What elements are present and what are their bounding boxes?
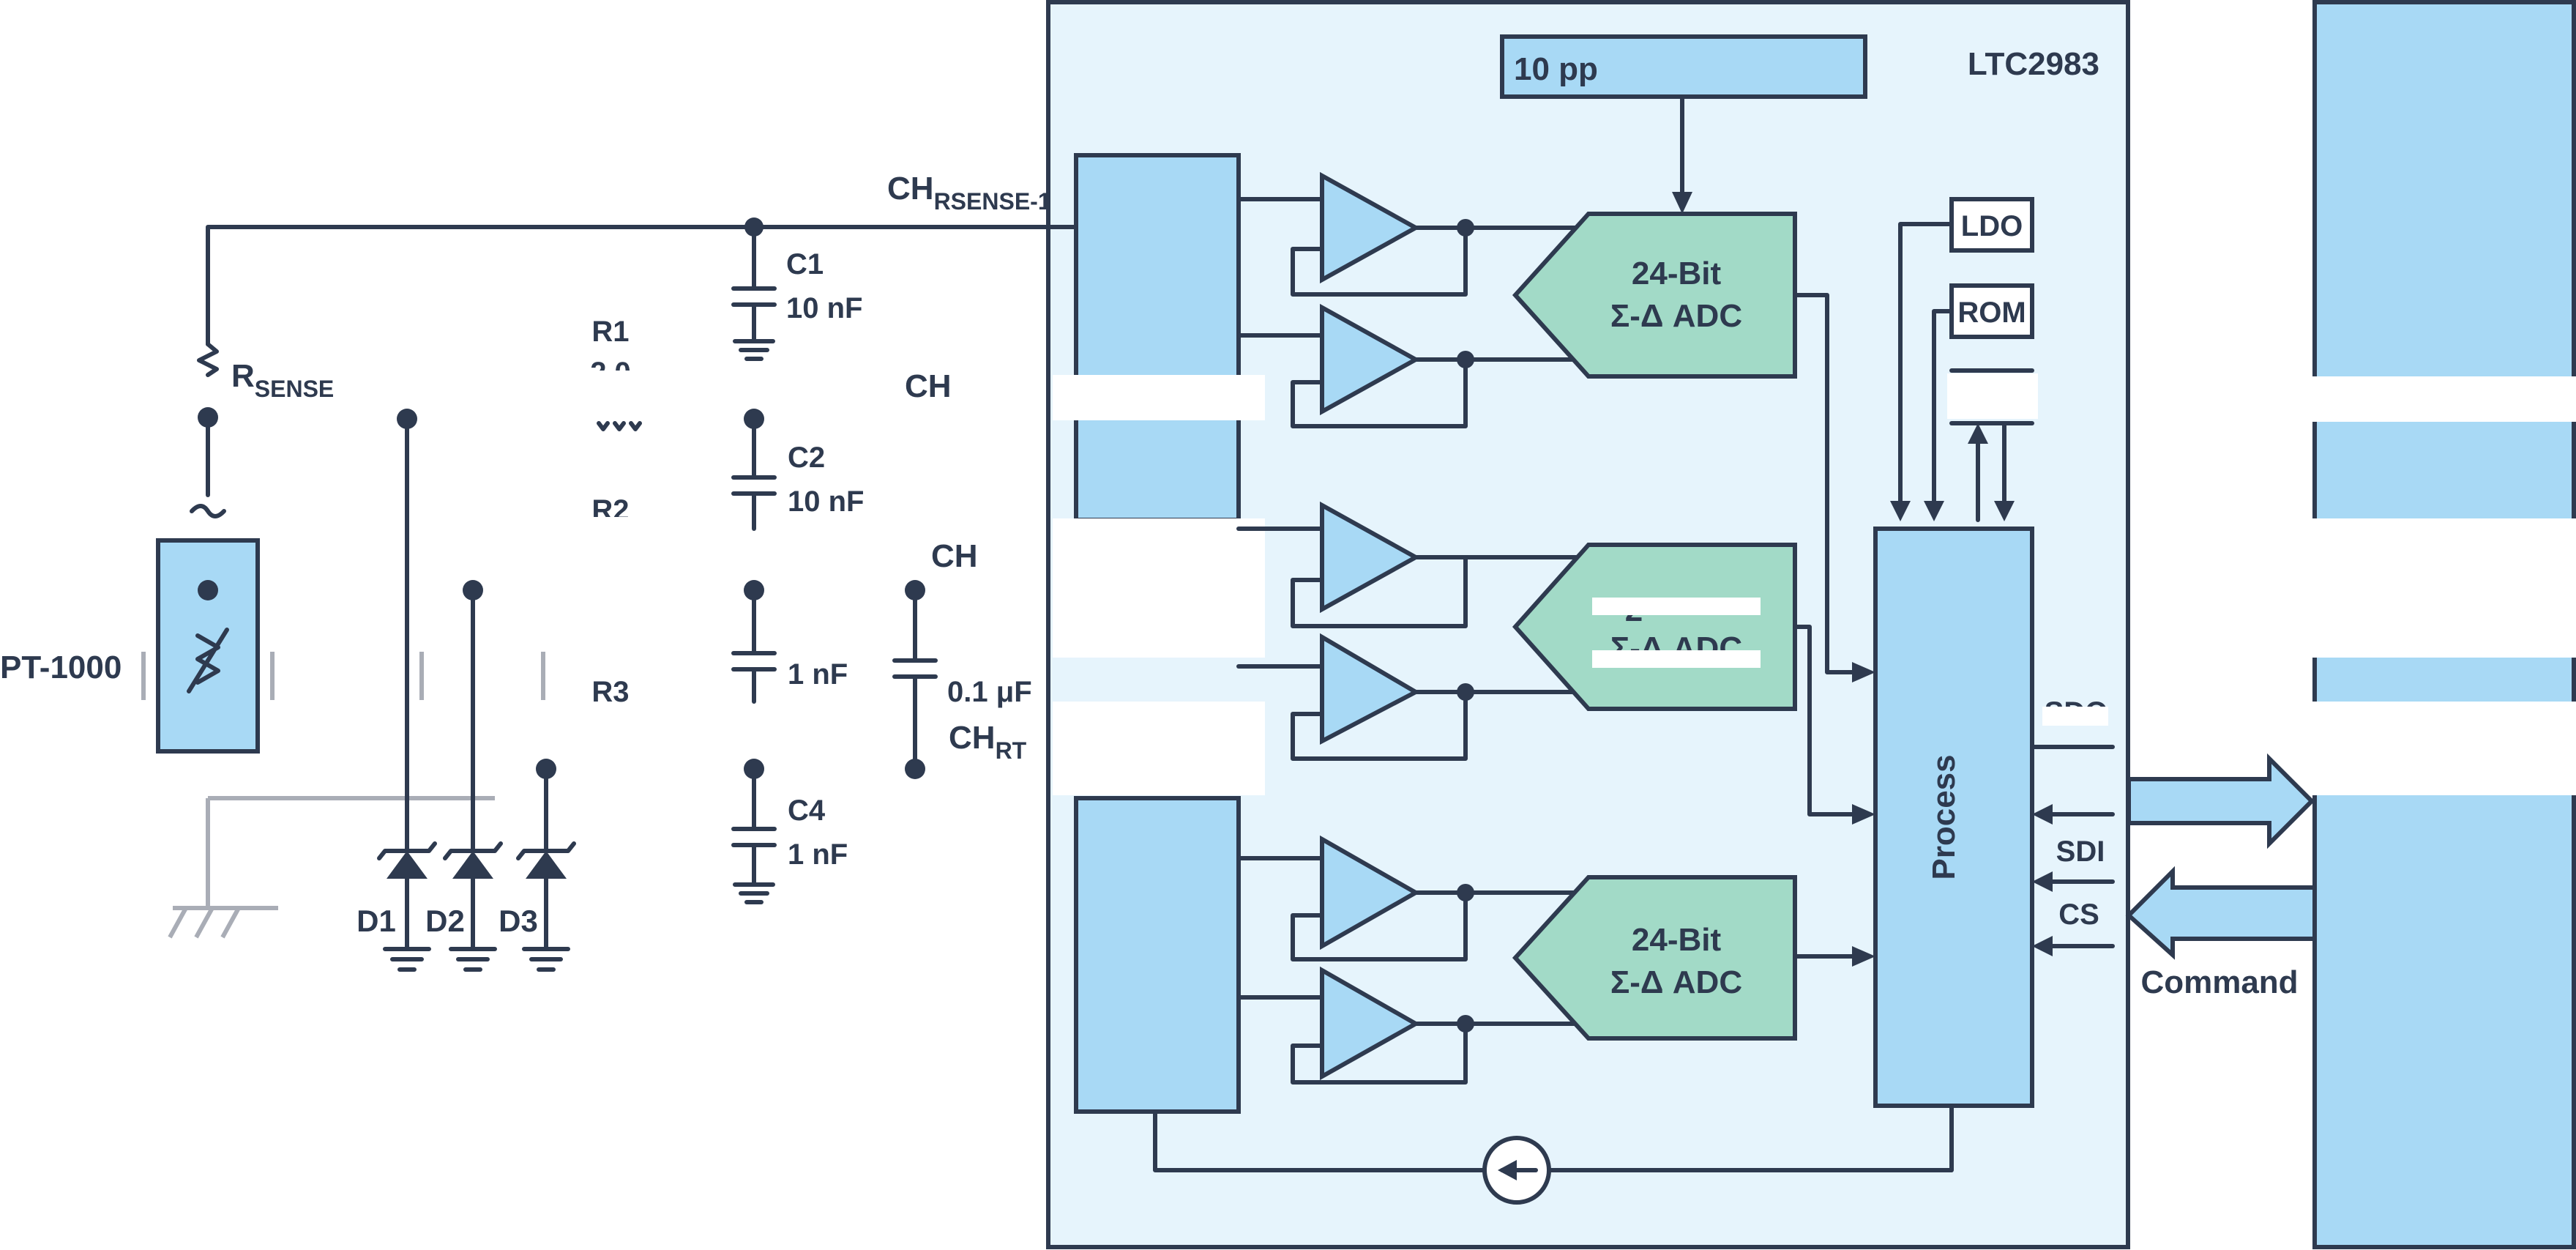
data-out-arrow [2127, 753, 2315, 849]
ch-mid-label: CH [905, 368, 952, 404]
processor-label: Process [1926, 754, 1962, 879]
diode-d2: D2 [425, 580, 503, 972]
d1-label: D1 [356, 904, 396, 938]
adc-1: 24-Bit Σ-Δ ADC [1512, 212, 1797, 379]
r1-label: R1 [591, 316, 629, 348]
rsense-resistor-icon [197, 342, 219, 377]
rom-label: ROM [1957, 297, 2026, 329]
cs-label: CS [2058, 899, 2099, 931]
diode-d1: D1 [356, 409, 437, 972]
c4-name: C4 [788, 795, 826, 827]
chip-title: LTC2983 [1968, 46, 2099, 82]
adc-3-line2: Σ-Δ ADC [1610, 964, 1742, 1000]
rsense-label: RSENSE [231, 358, 334, 402]
rom-block [1949, 283, 2034, 339]
processor-block [1873, 527, 2034, 1108]
capacitor-c5: 0.1 μF [892, 580, 1032, 779]
c1-value: 10 nF [786, 292, 862, 324]
adc-1-line1: 24-Bit [1632, 256, 1722, 291]
adc-1-line2: Σ-Δ ADC [1610, 298, 1742, 334]
capacitor-c3: 1 nF [731, 580, 848, 704]
capacitor-c2: C2 10 nF [731, 409, 864, 531]
diode-d3: D3 [499, 759, 576, 972]
adc-2: 2 Σ-Δ ADC [1512, 543, 1797, 711]
adc-3-line1: 24-Bit [1632, 922, 1722, 958]
input-mux-bottom [1074, 796, 1241, 1114]
c2-name: C2 [788, 442, 825, 474]
ch-low-label: CH [931, 538, 978, 574]
ldo-label: LDO [1961, 210, 2023, 242]
c3-value: 1 nF [788, 658, 848, 691]
pt1000-rtd [156, 538, 260, 754]
command-label: Command [2140, 964, 2298, 1000]
thermistor-icon [187, 628, 229, 693]
top-block-label: 10 pp [1514, 51, 1598, 87]
c1-name: C1 [786, 248, 824, 280]
ch-rt-label: CHRT [949, 720, 1027, 764]
c4-value: 1 nF [788, 838, 848, 871]
c5-value: 0.1 μF [947, 676, 1032, 708]
c2-value: 10 nF [788, 486, 864, 518]
buffer-amplifiers [1236, 171, 1591, 1085]
ch-rsense-label: CHRSENSE-1 [887, 171, 1051, 215]
d2-label: D2 [425, 904, 465, 938]
capacitor-c1: C1 10 nF [731, 225, 862, 361]
adc-3: 24-Bit Σ-Δ ADC [1512, 875, 1797, 1041]
d3-label: D3 [499, 904, 538, 938]
sdi-label: SDI [2056, 836, 2105, 868]
r3-label: R3 [591, 676, 629, 708]
input-mux-top [1074, 153, 1241, 522]
rtd-label: PT-1000 [0, 650, 122, 685]
capacitor-c4: C4 1 nF [731, 759, 848, 904]
command-arrow [2125, 866, 2317, 960]
